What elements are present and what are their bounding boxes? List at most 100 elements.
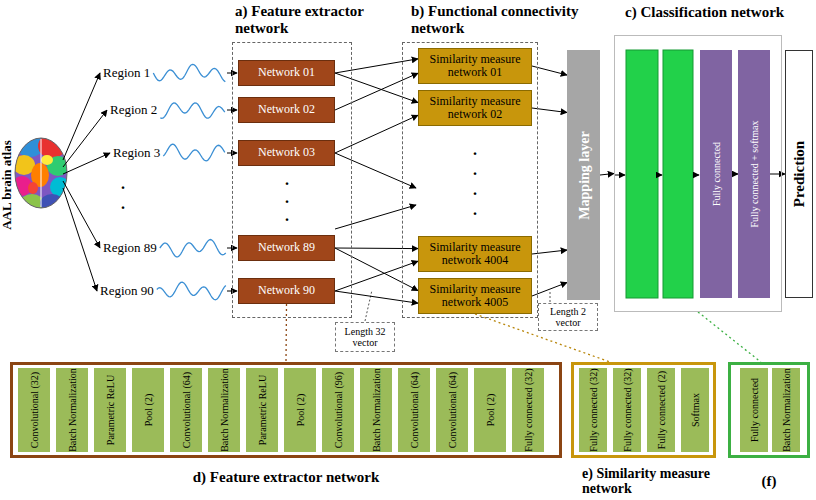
similarity-box: Similarity measure network 4005 — [418, 278, 532, 314]
layer-cell: Convolutional (96) — [322, 368, 354, 452]
node-label: Network 02 — [258, 103, 315, 116]
dense-layer-box: Fully connected + softmax — [738, 50, 770, 298]
signal-waves — [63, 64, 237, 300]
layer-cell: Convolutional (64) — [398, 368, 430, 452]
rotated-text-holder: Pool (2) — [284, 368, 316, 452]
layer-cell: Batch Normalization — [208, 368, 240, 452]
node-label: Batch Normalization — [371, 368, 382, 452]
node-label: Softmax — [690, 393, 701, 427]
node-label: Length 32 vector — [338, 326, 392, 348]
node-label: Prediction — [791, 141, 808, 207]
region-label: Region 3 — [113, 145, 160, 161]
node-label: Fully connected (2) — [656, 371, 667, 449]
signal-wave — [157, 282, 226, 300]
group-frame: a) Feature extractor networkNetwork 01Ne… — [232, 42, 352, 318]
connector-line — [63, 110, 107, 167]
layer-cell: Fully connected (2) — [647, 368, 675, 452]
network-box: Network 01 — [238, 60, 335, 86]
arrow-connector — [335, 248, 418, 291]
node-label: Convolutional (64) — [447, 372, 458, 448]
node-label: Network 03 — [258, 146, 315, 159]
connector-line — [658, 175, 662, 176]
node-label: Fully connected (32) — [622, 368, 633, 451]
layer-cell: Pool (2) — [284, 368, 316, 452]
arrow-connector — [335, 115, 418, 153]
connector-line — [335, 153, 416, 188]
rotated-text-holder: Batch Normalization — [56, 368, 88, 452]
layer-cell: Softmax — [681, 368, 709, 452]
network-box: Network 02 — [238, 97, 335, 123]
arrow-connector — [335, 248, 418, 250]
connector-line — [615, 175, 625, 176]
leader-line — [365, 290, 372, 321]
mapping-layer: Mapping layer — [567, 50, 600, 300]
rotated-text-holder: Mapping layer — [567, 50, 600, 300]
rotated-text-holder: Fully connected — [740, 368, 768, 452]
dense-layer-box: Fully connected — [700, 50, 732, 298]
layer-cell: Parametric ReLU — [246, 368, 278, 452]
rotated-text-holder: Convolutional (64) — [436, 368, 468, 452]
leader-connector — [285, 304, 287, 362]
node-label: Batch Normalization — [219, 368, 230, 452]
node-label: Fully connected — [711, 142, 722, 206]
node-label: Pool (2) — [295, 394, 306, 427]
rotated-text-holder: Fully connected (32) — [613, 368, 641, 452]
node-label: Fully connected + softmax — [749, 121, 760, 228]
ellipsis-dot: . — [473, 182, 477, 198]
node-label: Fully connected — [749, 378, 760, 442]
group-heading: (f) — [731, 473, 807, 490]
layer-cell: Fully connected — [740, 368, 768, 452]
node-label: Parametric ReLU — [257, 375, 268, 445]
region-label: Region 2 — [110, 102, 157, 118]
connector-line — [63, 188, 97, 291]
similarity-box: Similarity measure network 4004 — [418, 236, 532, 272]
rotated-text-holder: Parametric ReLU — [94, 368, 126, 452]
arrow-connector — [335, 59, 418, 73]
dense-layer-bar — [663, 50, 693, 298]
layer-cell: Fully connected (32) — [512, 368, 544, 452]
node-label: Batch Normalization — [781, 368, 792, 452]
signal-wave — [163, 144, 225, 161]
region-label: Region 1 — [103, 65, 150, 81]
group-frame: b) Functional connectivity networkSimila… — [402, 42, 538, 318]
arrow-connector — [770, 174, 785, 175]
leader-line — [550, 290, 551, 302]
rotated-text-holder: Parametric ReLU — [246, 368, 278, 452]
layer-cell: Batch Normalization — [56, 368, 88, 452]
layer-cell: Convolutional (64) — [170, 368, 202, 452]
group-heading: a) Feature extractor network — [235, 3, 400, 36]
dense-layer-bar — [626, 50, 658, 298]
rotated-text-holder: Pool (2) — [474, 368, 506, 452]
layer-cell: Batch Normalization — [772, 368, 800, 452]
network-box: Network 89 — [238, 235, 335, 261]
signal-wave — [153, 64, 225, 82]
arrow-connector — [600, 174, 614, 176]
ellipsis-dot: . — [285, 208, 289, 224]
region-label: Region 89 — [103, 240, 157, 256]
signal-wave — [160, 240, 226, 257]
node-label: Similarity measure network 01 — [421, 53, 529, 79]
node-label: Parametric ReLU — [105, 375, 116, 445]
brain-outline — [15, 138, 67, 208]
node-label: Network 89 — [258, 241, 315, 254]
layer-cell: Batch Normalization — [360, 368, 392, 452]
node-label: Convolutional (64) — [181, 372, 192, 448]
node-label: Convolutional (32) — [29, 372, 40, 448]
similarity-box: Similarity measure network 02 — [418, 90, 532, 126]
node-label: Convolutional (64) — [409, 372, 420, 448]
similarity-box: Similarity measure network 01 — [418, 48, 532, 84]
brain-midline — [41, 139, 42, 207]
node-label: Similarity measure network 02 — [421, 95, 529, 121]
arrow-connector — [335, 73, 418, 103]
rotated-text-holder: Fully connected (32) — [579, 368, 607, 452]
ellipsis-dot: . — [121, 196, 125, 212]
group-heading: c) Classification network — [625, 4, 815, 21]
network-box: Network 03 — [238, 140, 335, 166]
layer-cell: Parametric ReLU — [94, 368, 126, 452]
rotated-text-holder: Batch Normalization — [208, 368, 240, 452]
group-heading: e) Similarity measure network — [582, 466, 717, 497]
leader-connector — [698, 312, 761, 362]
node-label: Similarity measure network 4005 — [421, 283, 529, 309]
connector-line — [63, 73, 100, 160]
rotated-text-holder: Convolutional (64) — [170, 368, 202, 452]
